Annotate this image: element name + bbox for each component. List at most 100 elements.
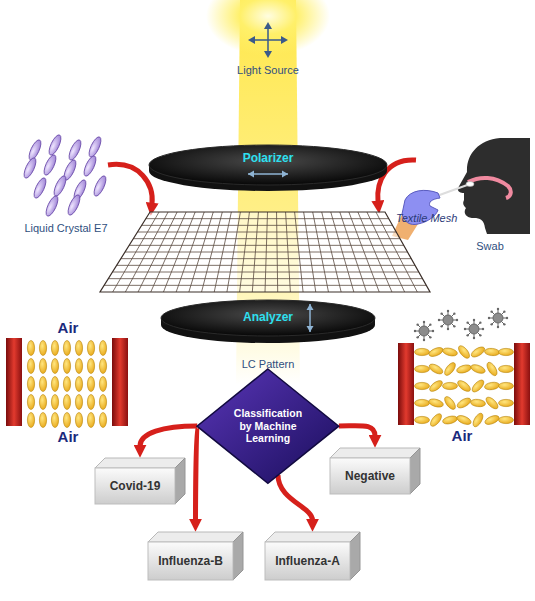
drawing-part xyxy=(466,182,474,187)
lc-molecule xyxy=(99,413,106,428)
diamond-outline xyxy=(197,369,339,483)
lc-molecule xyxy=(27,359,34,374)
drawing-part xyxy=(514,343,530,425)
lc-molecule xyxy=(428,397,444,408)
lc-molecule xyxy=(484,414,501,426)
lc-molecule xyxy=(415,399,430,406)
mesh-thread xyxy=(129,245,404,246)
lc-molecule xyxy=(443,361,458,377)
lc-molecule xyxy=(51,413,58,428)
lc-molecule xyxy=(63,359,70,374)
lc-molecule xyxy=(456,344,471,360)
lc-molecule xyxy=(470,363,487,375)
mesh-thread xyxy=(142,225,393,226)
lc-molecule xyxy=(442,347,458,358)
result-box: Influenza-B xyxy=(148,532,243,580)
lc-molecule xyxy=(99,395,106,410)
virus-spike xyxy=(490,323,492,325)
lc-molecule xyxy=(470,378,486,394)
lc-molecule xyxy=(87,135,104,158)
lc-molecule xyxy=(87,413,94,428)
drawing-part xyxy=(248,36,255,44)
result-text: Influenza-A xyxy=(275,554,340,568)
polarizer-disc: Polarizer xyxy=(148,143,388,193)
lc-molecule xyxy=(484,395,500,411)
lc-molecule xyxy=(499,365,514,372)
lc-molecule xyxy=(428,346,445,358)
mesh-thread xyxy=(138,232,397,233)
sample-label: Swab xyxy=(476,240,504,253)
flow-arrow xyxy=(278,475,313,520)
polarization-arrow xyxy=(307,326,314,332)
flow-arrow xyxy=(196,426,198,520)
lc-molecule xyxy=(39,359,46,374)
lc-cell-clean xyxy=(6,338,128,428)
lc-molecule xyxy=(75,359,82,374)
lc-molecule xyxy=(63,377,70,392)
virus-spike xyxy=(429,323,431,325)
lc-molecule xyxy=(63,413,70,428)
lc-molecule xyxy=(63,395,70,410)
drawing-part xyxy=(264,22,272,29)
lc-molecule xyxy=(75,395,82,410)
result-box: Negative xyxy=(330,448,420,494)
virus-spike xyxy=(429,336,431,338)
virus-spike xyxy=(464,328,466,330)
air-label: Air xyxy=(58,428,79,446)
virus-spike xyxy=(473,337,475,339)
drawing-part xyxy=(27,341,106,428)
virus-spike xyxy=(488,317,490,319)
component-label: Analyzer xyxy=(160,310,376,324)
lc-molecule xyxy=(499,416,514,423)
lc-molecule xyxy=(87,395,94,410)
lc-molecule xyxy=(456,396,473,410)
box-front xyxy=(95,468,175,504)
mesh-thread xyxy=(108,278,422,279)
virus-particle xyxy=(443,315,453,325)
polarization-cross xyxy=(248,22,288,58)
lc-molecule xyxy=(428,412,443,428)
virus-spike xyxy=(473,319,475,321)
lc-molecule xyxy=(471,412,485,429)
drawing-part xyxy=(281,36,288,44)
lc-molecule xyxy=(39,377,46,392)
lc-molecule xyxy=(67,138,84,161)
virus-spike xyxy=(423,321,425,323)
virus-spike xyxy=(447,328,449,330)
lc-molecule xyxy=(66,193,83,216)
lc-molecule xyxy=(470,399,486,408)
polarization-arrow xyxy=(282,171,288,178)
mesh-thread xyxy=(133,238,400,239)
mesh-thread xyxy=(104,285,426,286)
box-side xyxy=(350,532,360,580)
light-glow xyxy=(206,0,330,56)
drawing-part xyxy=(458,138,530,234)
lc-molecule xyxy=(27,341,34,356)
box-side xyxy=(175,458,185,504)
lc-molecule xyxy=(484,381,500,390)
virus-spike xyxy=(416,336,418,338)
box-side xyxy=(410,448,420,494)
lc-molecule xyxy=(442,415,458,426)
lc-molecule xyxy=(456,414,473,426)
virus-spike xyxy=(503,310,505,312)
polarization-arrow xyxy=(307,304,314,310)
lc-molecule xyxy=(443,382,458,389)
lc-molecule xyxy=(51,359,58,374)
lc-molecule xyxy=(470,345,487,359)
virus-spike xyxy=(456,319,458,321)
virus-spike xyxy=(423,339,425,341)
virus-particle xyxy=(469,324,479,334)
drawing-part xyxy=(108,164,152,204)
virus-spike xyxy=(479,334,481,336)
polarizer-disc-shape xyxy=(148,143,388,193)
virus-spike xyxy=(482,328,484,330)
virus-spike xyxy=(453,312,455,314)
drawing-part xyxy=(6,338,22,426)
lc-molecule xyxy=(456,379,472,394)
lc-molecule xyxy=(99,359,106,374)
lc-molecule xyxy=(47,133,64,156)
virus-spike xyxy=(479,321,481,323)
lc-molecule xyxy=(415,365,430,372)
lc-molecule xyxy=(42,153,59,176)
